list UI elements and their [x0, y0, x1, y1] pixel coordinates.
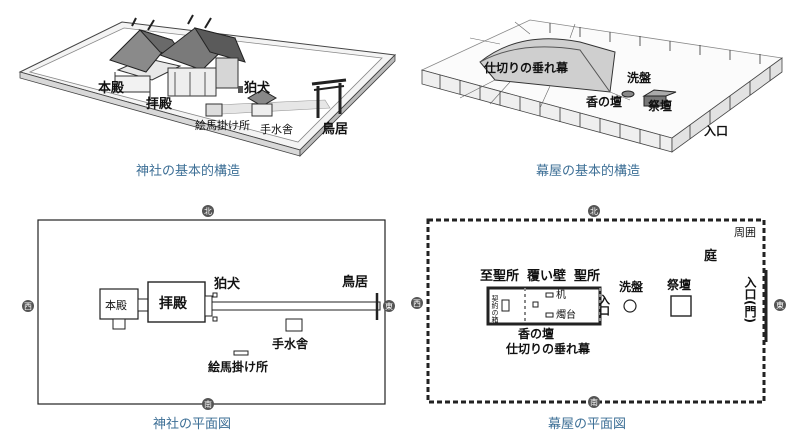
tabernacle-3d-altar-label: 祭壇 [647, 98, 672, 113]
shrine-plan-approach-path [211, 301, 381, 311]
komainu-3d [238, 86, 243, 93]
temizuya-3d [246, 89, 278, 117]
tabernacle-plan-altar-label: 祭壇 [666, 277, 691, 292]
honden-3d [109, 17, 190, 100]
svg-text:東: 東 [776, 300, 784, 310]
shrine-3d-haiden-label: 拝殿 [146, 96, 173, 112]
tent-3d [459, 21, 631, 109]
shrine-plan-honden [99, 288, 139, 320]
tabernacle-plan-table-label: 机 [556, 288, 566, 301]
tabernacle-plan-ark [501, 299, 510, 312]
shrine-plan-honden-stairs [112, 318, 126, 330]
shrine-3d-caption: 神社の基本的構造 [136, 164, 241, 179]
svg-text:西: 西 [24, 302, 32, 311]
tabernacle-plan-compass-north: 北 [588, 205, 600, 217]
tabernacle-3d-veil-label: 仕切りの垂れ幕 [483, 60, 569, 75]
shrine-plan-temizuya [285, 318, 303, 332]
tabernacle-plan-laver [623, 299, 637, 313]
tabernacle-plan-court-label: 庭 [704, 248, 718, 264]
tabernacle-plan-compass-west: 西 [411, 297, 423, 309]
shrine-plan-ema [233, 350, 249, 356]
ema-3d [205, 103, 223, 117]
tabernacle-plan-panel: 庭 周囲 至聖所 覆い壁 聖所 契約の箱 机 燭台 入口 洗盤 祭壇 入口(門)… [400, 200, 800, 443]
tabernacle-plan-incense-altar [532, 301, 539, 308]
tabernacle-3d-laver-label: 洗盤 [627, 70, 652, 85]
shrine-plan-panel: 本殿 拝殿 狛犬 鳥居 手水舎 絵馬掛け所 北 南 西 東 神社の平面図 [0, 200, 400, 443]
tabernacle-plan-diagram: 庭 周囲 至聖所 覆い壁 聖所 契約の箱 机 燭台 入口 洗盤 祭壇 入口(門)… [411, 205, 786, 408]
tabernacle-plan-lampstand-label: 燭台 [556, 308, 576, 321]
tabernacle-plan-gate-label: 入口(門) [743, 276, 757, 323]
shrine-3d-honden-label: 本殿 [98, 80, 125, 96]
tabernacle-plan-table [545, 292, 554, 298]
tabernacle-plan-inner-entrance-label: 入口 [598, 294, 611, 317]
tabernacle-plan-fence-label: 周囲 [734, 226, 756, 239]
shrine-plan-connector [137, 298, 149, 312]
tabernacle-plan-holy-of-holies-label: 至聖所 [480, 268, 519, 284]
tabernacle-plan-ark-label: 契約の箱 [491, 294, 499, 324]
tabernacle-3d-incense-label: 香の壇 [585, 94, 622, 109]
shrine-plan-haiden-step [204, 295, 213, 317]
shrine-3d-torii-label: 鳥居 [322, 121, 348, 137]
laver-3d [621, 90, 635, 98]
tabernacle-3d-entrance-label: 入口 [704, 124, 728, 138]
svg-text:北: 北 [590, 207, 598, 216]
altar-3d [642, 89, 677, 107]
shrine-3d-ema-label: 絵馬掛け所 [195, 118, 250, 132]
shrine-plan-komainu-b [212, 316, 218, 322]
svg-text:東: 東 [385, 301, 393, 311]
tabernacle-3d-illustration: 仕切りの垂れ幕 洗盤 香の壇 祭壇 入口 [420, 19, 784, 153]
svg-text:北: 北 [204, 207, 212, 216]
tabernacle-plan-compass-east: 東 [774, 299, 786, 311]
shrine-plan-haiden [147, 281, 206, 323]
shrine-plan-compass-south: 南 [202, 398, 214, 410]
shrine-plan-temizuya-label: 手水舎 [272, 336, 309, 351]
shrine-3d-illustration: 本殿 拝殿 狛犬 絵馬掛け所 手水舎 鳥居 [18, 14, 397, 157]
tabernacle-plan-lampstand [545, 312, 554, 318]
svg-text:西: 西 [413, 299, 421, 308]
shrine-plan-compass-east: 東 [383, 300, 395, 312]
tabernacle-plan-caption: 幕屋の平面図 [548, 417, 627, 432]
tabernacle-plan-veil-label: 仕切りの垂れ幕 [505, 341, 591, 356]
shrine-plan-ema-label: 絵馬掛け所 [208, 359, 268, 374]
tabernacle-3d-caption: 幕屋の基本的構造 [536, 164, 641, 179]
shrine-plan-komainu-a [212, 292, 218, 298]
tabernacle-plan-covering-wall-label: 覆い壁 [527, 268, 566, 284]
shrine-plan-haiden-label: 拝殿 [159, 295, 188, 312]
shrine-3d-panel: 本殿 拝殿 狛犬 絵馬掛け所 手水舎 鳥居 神社の基本的構造 [0, 0, 400, 185]
shrine-plan-caption: 神社の平面図 [153, 417, 232, 432]
shrine-plan-torii-label: 鳥居 [342, 274, 368, 290]
tabernacle-3d-panel: 仕切りの垂れ幕 洗盤 香の壇 祭壇 入口 幕屋の基本的構造 [400, 0, 800, 185]
shrine-plan-diagram: 本殿 拝殿 狛犬 鳥居 手水舎 絵馬掛け所 北 南 西 東 [22, 205, 395, 410]
svg-text:南: 南 [204, 399, 212, 409]
tabernacle-plan-altar [670, 295, 692, 317]
haiden-3d [158, 14, 246, 97]
shrine-plan-compass-west: 西 [22, 300, 34, 312]
shrine-plan-komainu-label: 狛犬 [213, 276, 241, 292]
shrine-plan-compass-north: 北 [202, 205, 214, 217]
torii-3d [311, 78, 347, 118]
tabernacle-plan-laver-label: 洗盤 [619, 279, 644, 294]
tabernacle-plan-compass-south: 南 [588, 396, 600, 408]
tabernacle-plan-holy-place-label: 聖所 [574, 268, 600, 284]
shrine-3d-temizuya-label: 手水舎 [260, 122, 293, 136]
shrine-plan-honden-label: 本殿 [105, 298, 127, 312]
shrine-3d-komainu-label: 狛犬 [243, 80, 271, 96]
svg-text:南: 南 [590, 397, 598, 407]
tabernacle-plan-incense-label: 香の壇 [517, 326, 554, 341]
